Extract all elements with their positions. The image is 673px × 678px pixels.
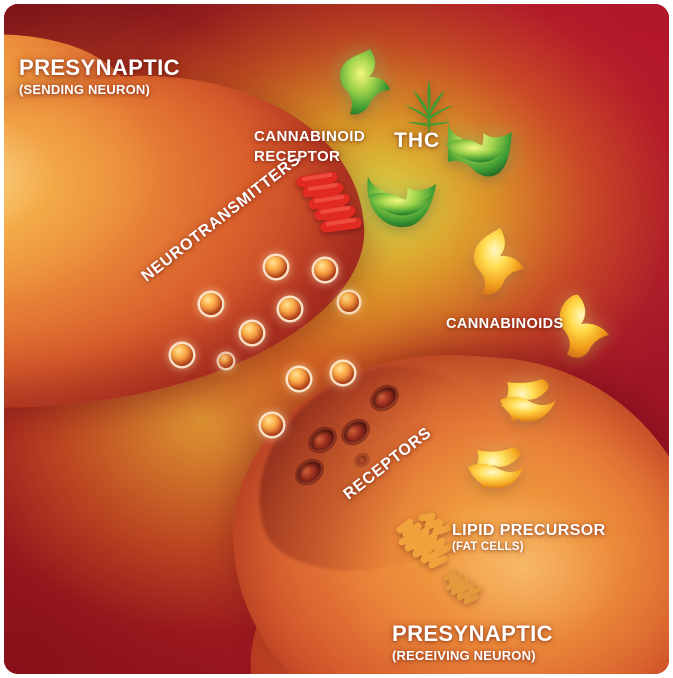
thc-molecule [367,176,436,228]
neurotransmitter-vesicle [314,259,336,281]
cannabinoid-molecule [500,379,556,423]
lipid-precursor-cluster [443,569,483,605]
cannabinoid-receptor-line1: CANNABINOID [254,128,366,145]
cannabinoid-molecule [559,294,609,358]
lipid-precursor-title: LIPID PRECURSOR [452,522,606,539]
cannabinoid-receptor-line2: RECEPTOR [254,148,341,166]
released-neurotransmitter [219,354,233,368]
presynaptic-bottom-title: PRESYNAPTIC [392,621,553,646]
cannabinoid-receptor-icon [296,171,362,233]
presynaptic-top-subtitle: (SENDING NEURON) [19,81,151,97]
presynaptic-top-title: PRESYNAPTIC [19,55,180,80]
neurotransmitter-vesicle [265,256,287,278]
thc-molecule [446,117,512,177]
cannabinoid-molecule [468,447,524,490]
presynaptic-top-label: PRESYNAPTIC (SENDING NEURON) [19,55,180,97]
neurotransmitter-vesicle [339,292,359,312]
diagram-plate: PRESYNAPTIC (SENDING NEURON) CANNABINOID… [4,4,669,674]
released-neurotransmitter [261,414,283,436]
cannabinoids-label: CANNABINOIDS [446,316,564,332]
cannabinoid-molecule [473,228,524,295]
cannabis-leaf-icon [404,80,454,140]
neurotransmitter-vesicle [200,293,222,315]
thc-molecule [340,49,390,115]
neurotransmitter-vesicle [171,344,193,366]
neurotransmitter-vesicle [241,322,263,344]
lipid-precursor-label: LIPID PRECURSOR (FAT CELLS) [452,522,606,554]
thc-label: THC [394,129,441,152]
released-neurotransmitter [332,362,354,384]
released-neurotransmitter [288,368,310,390]
presynaptic-bottom-subtitle: (RECEIVING NEURON) [392,647,536,663]
lipid-precursor-subtitle: (FAT CELLS) [452,540,524,553]
presynaptic-bottom-label: PRESYNAPTIC (RECEIVING NEURON) [392,621,553,663]
lipid-precursor-cluster [396,512,453,569]
cannabinoid-receptor-label: CANNABINOID RECEPTOR [254,127,365,168]
neurotransmitter-vesicle [279,298,301,320]
